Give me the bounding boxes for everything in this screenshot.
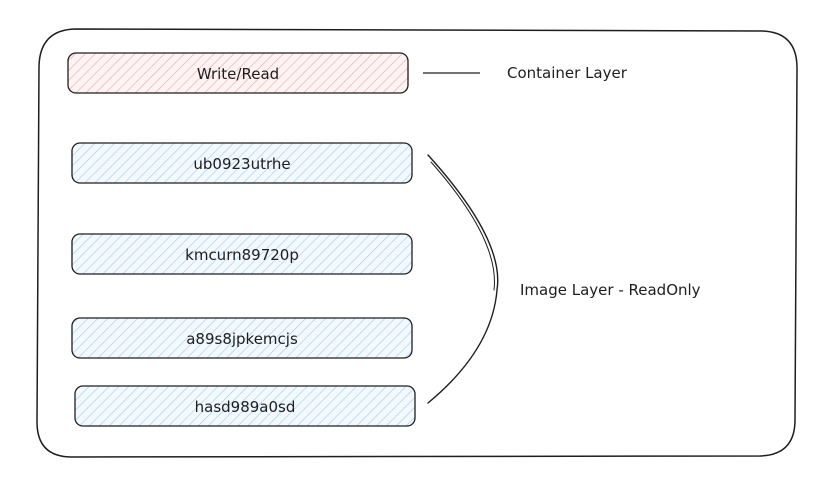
container-layer-label: Container Layer <box>507 64 628 82</box>
container-layer-box: Write/Read <box>67 52 409 94</box>
outer-frame <box>36 28 798 458</box>
image-layer-label: Image Layer - ReadOnly <box>520 281 701 299</box>
layer-box <box>71 142 413 184</box>
image-layer-box-3: a89s8jpkemcjs <box>71 317 413 359</box>
image-layer-bracket <box>427 154 499 404</box>
layer-box <box>74 385 416 427</box>
layer-label: hasd989a0sd <box>195 398 296 416</box>
write-read-box <box>67 52 409 94</box>
image-layer-box-4: hasd989a0sd <box>74 385 416 427</box>
layer-box <box>71 317 413 359</box>
image-layer-box-1: ub0923utrhe <box>71 142 413 184</box>
write-read-label: Write/Read <box>197 65 279 83</box>
image-layer-bracket-shadow <box>430 161 495 291</box>
layer-label: a89s8jpkemcjs <box>186 330 298 348</box>
layer-label: ub0923utrhe <box>193 155 290 173</box>
layer-box <box>71 233 413 275</box>
layer-label: kmcurn89720p <box>185 246 299 264</box>
image-layer-box-2: kmcurn89720p <box>71 233 413 275</box>
